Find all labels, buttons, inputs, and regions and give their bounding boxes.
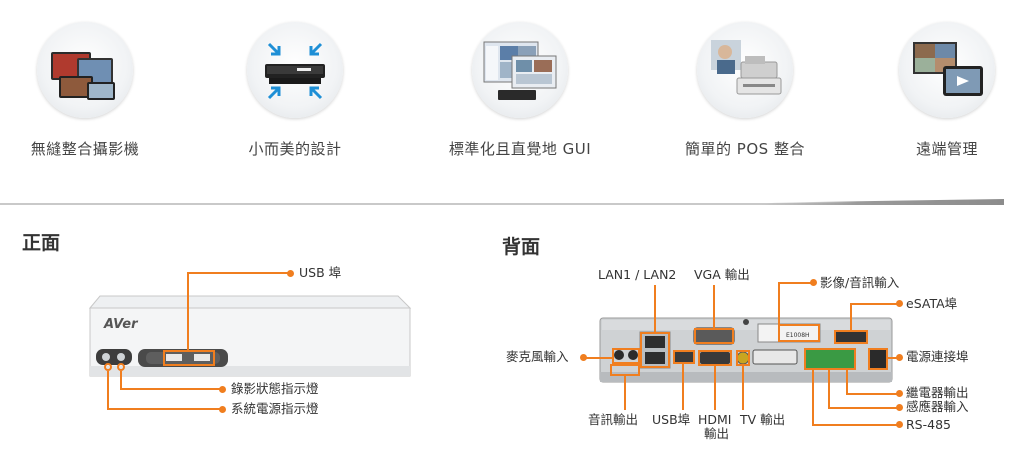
feature-caption: 無縫整合攝影機 xyxy=(30,140,140,158)
callout-dot xyxy=(896,390,903,397)
av-input-highlight xyxy=(778,324,820,342)
label-front-usb: USB 埠 xyxy=(299,265,342,280)
callout-line xyxy=(107,371,109,409)
callout-line xyxy=(812,424,898,426)
callout-line xyxy=(682,364,684,410)
remote-management-icon xyxy=(899,22,995,118)
label-relay: 繼電器輸出 xyxy=(906,385,969,400)
gui-screens-icon xyxy=(472,22,568,118)
label-tv-out: TV 輸出 xyxy=(740,412,786,427)
callout-line xyxy=(187,272,189,350)
label-mic: 麥克風輸入 xyxy=(506,349,569,364)
section-divider xyxy=(0,203,1004,205)
callout-line xyxy=(812,370,814,425)
callout-dot xyxy=(580,354,587,361)
pos-register-icon xyxy=(697,22,793,118)
power-port-highlight xyxy=(868,348,888,370)
lan-highlight xyxy=(640,332,670,368)
callout-dot xyxy=(896,421,903,428)
feature-caption: 遠端管理 xyxy=(915,140,978,158)
front-device xyxy=(88,295,412,377)
feature-compact-design[interactable]: 小而美的設計 xyxy=(220,22,370,159)
label-hdmi: HDMI xyxy=(698,412,732,427)
back-title: 背面 xyxy=(502,236,541,258)
label-power-led: 系統電源指示燈 xyxy=(231,401,319,416)
model-label: E1008H xyxy=(786,332,810,339)
feature-caption: 簡單的 POS 整合 xyxy=(685,140,805,158)
feature-remote-management[interactable]: 遠端管理 xyxy=(872,22,1022,159)
callout-dot xyxy=(810,279,817,286)
label-hdmi-line2: 輸出 xyxy=(704,426,730,441)
hdmi-highlight xyxy=(698,350,732,366)
callout-line xyxy=(187,272,290,274)
callout-line xyxy=(850,303,898,305)
audio-jack-highlight xyxy=(612,348,640,364)
label-rs485: RS-485 xyxy=(906,417,951,432)
callout-line xyxy=(120,388,221,390)
tv-out-highlight xyxy=(736,350,750,366)
callout-line xyxy=(828,407,898,409)
label-esata: eSATA埠 xyxy=(906,296,958,311)
callout-dot xyxy=(896,404,903,411)
label-audio-out: 音訊輸出 xyxy=(588,412,639,427)
camera-integration-icon xyxy=(37,22,133,118)
callout-dot xyxy=(896,300,903,307)
callout-dot xyxy=(219,386,226,393)
label-record-led: 錄影狀態指示燈 xyxy=(231,381,319,396)
power-led-highlight xyxy=(104,363,112,371)
callout-dot xyxy=(287,270,294,277)
callout-line xyxy=(624,376,626,410)
callout-dot xyxy=(219,406,226,413)
label-sensor: 感應器輸入 xyxy=(906,399,969,414)
feature-pos-integration[interactable]: 簡單的 POS 整合 xyxy=(670,22,820,159)
label-vga: VGA 輸出 xyxy=(694,267,750,282)
feature-caption: 標準化且直覺地 GUI xyxy=(448,140,592,158)
feature-caption: 小而美的設計 xyxy=(248,140,342,158)
feature-row: 無縫整合攝影機 小而美的設計 xyxy=(0,0,1024,200)
callout-line xyxy=(742,366,744,410)
callout-line xyxy=(120,371,122,389)
record-led-highlight xyxy=(117,363,125,371)
callout-line xyxy=(654,285,656,332)
usb-port-highlight xyxy=(163,350,215,366)
label-back-usb: USB埠 xyxy=(652,412,691,427)
compact-nvr-icon xyxy=(247,22,343,118)
feature-standard-gui[interactable]: 標準化且直覺地 GUI xyxy=(445,22,595,159)
brand-logo: AVer xyxy=(104,317,138,332)
front-title: 正面 xyxy=(22,232,61,254)
vga-highlight xyxy=(694,328,734,344)
divider-accent xyxy=(760,199,1004,205)
terminal-block-highlight xyxy=(804,348,856,370)
back-device xyxy=(599,317,893,383)
label-av-input: 影像/音訊輸入 xyxy=(820,275,900,290)
callout-dot xyxy=(896,354,903,361)
callout-line xyxy=(713,285,715,328)
callout-line xyxy=(846,393,898,395)
usb-back-highlight xyxy=(673,350,695,364)
callout-line xyxy=(585,357,613,359)
callout-line xyxy=(850,304,852,330)
feature-camera-integration[interactable]: 無縫整合攝影機 xyxy=(10,22,160,159)
audio-out-highlight xyxy=(610,364,640,376)
label-power-port: 電源連接埠 xyxy=(906,349,969,364)
callout-line xyxy=(846,370,848,394)
callout-line xyxy=(778,282,812,284)
callout-line xyxy=(778,283,780,324)
label-lan: LAN1 / LAN2 xyxy=(598,267,677,282)
esata-highlight xyxy=(834,330,868,344)
callout-line xyxy=(888,357,898,359)
callout-line xyxy=(107,408,221,410)
callout-line xyxy=(714,366,716,410)
callout-line xyxy=(828,370,830,408)
